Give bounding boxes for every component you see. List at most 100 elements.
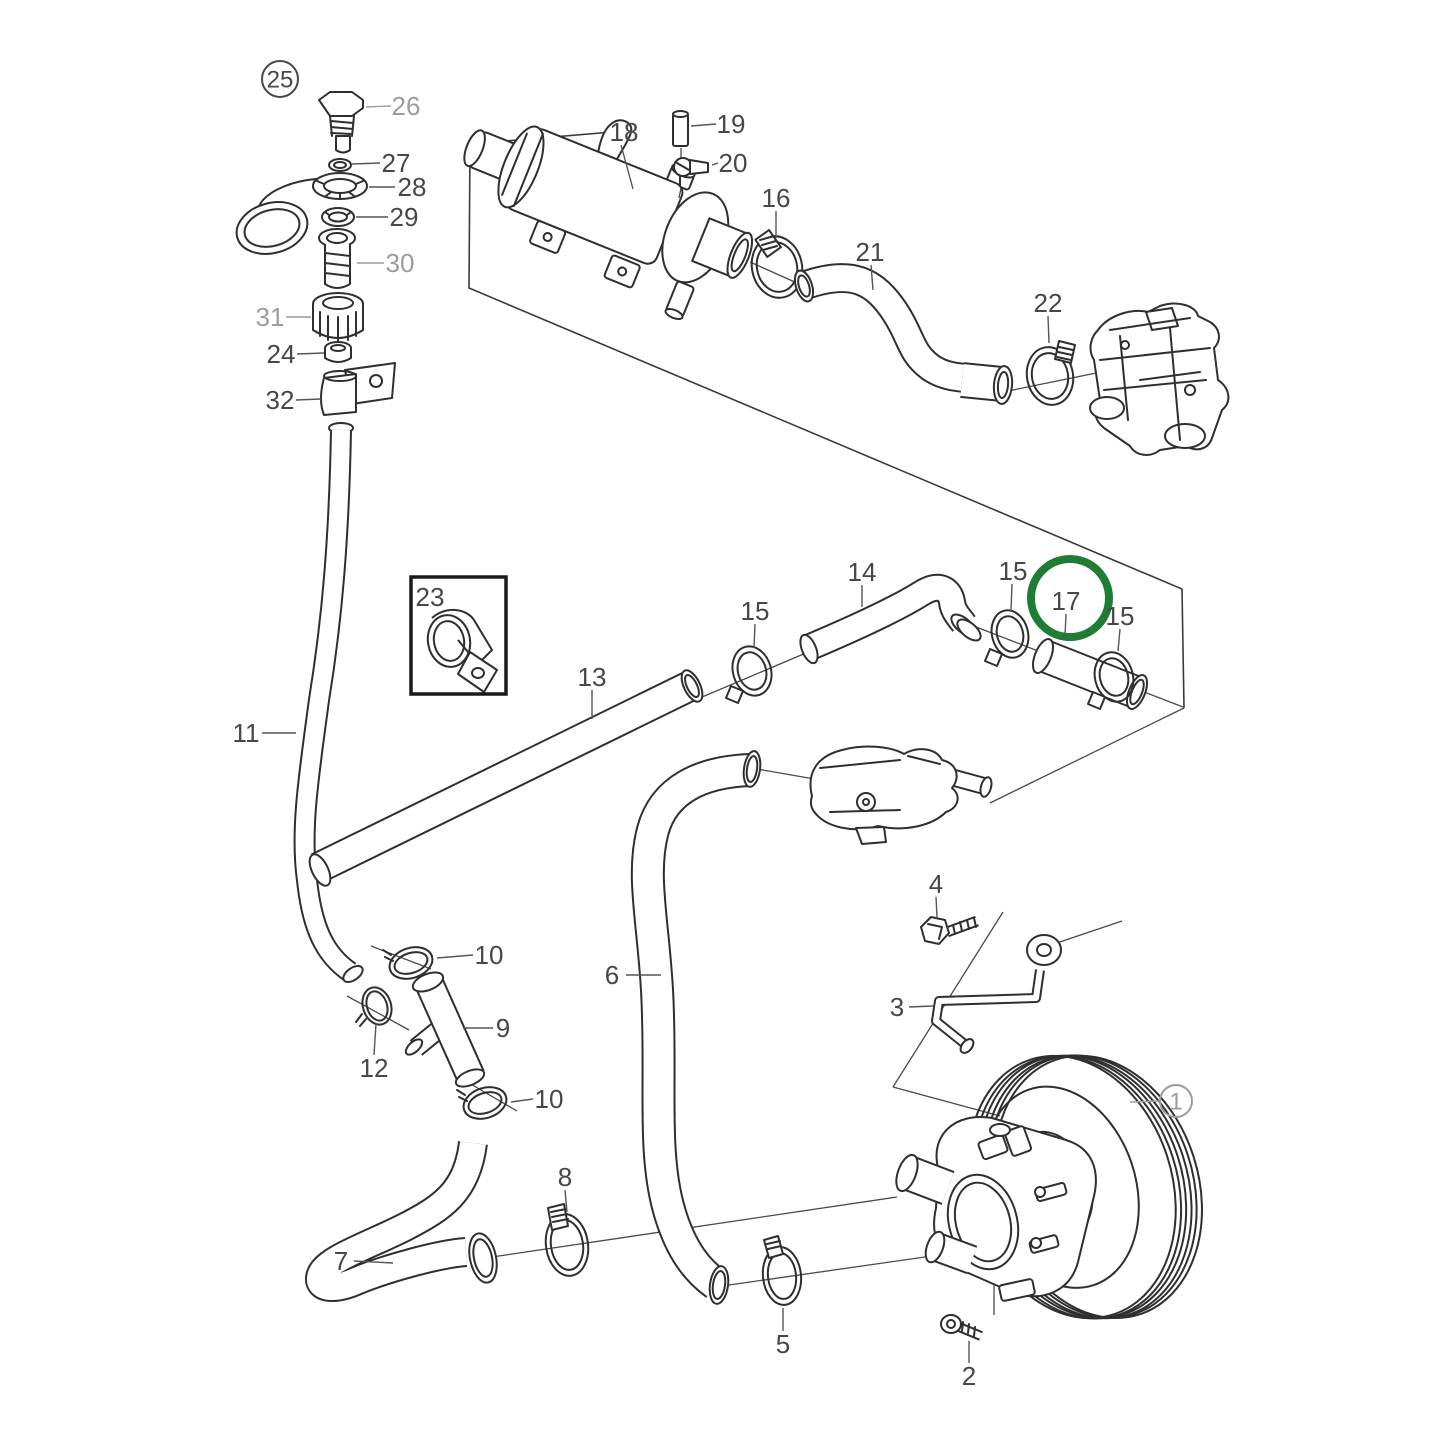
part-22-clamp-drawing	[1025, 340, 1076, 406]
thermostat-housing-drawing	[809, 745, 993, 845]
part-19-anode-drawing	[672, 110, 689, 158]
part-label-26[interactable]: 26	[392, 91, 421, 121]
assembly-line	[491, 1196, 898, 1258]
part-label-18[interactable]: 18	[610, 117, 639, 147]
part-label-24[interactable]: 24	[267, 339, 296, 369]
part-13-hose-drawing	[308, 669, 704, 887]
part-label-20[interactable]: 20	[719, 148, 748, 178]
part-label-9[interactable]: 9	[496, 1013, 510, 1043]
part-16-clamp-drawing	[750, 229, 804, 299]
label-circle-25	[261, 60, 299, 98]
part-label-23[interactable]: 23	[416, 582, 445, 612]
part-29-washer-drawing	[321, 207, 355, 227]
part-20-drain-cock-drawing	[673, 157, 709, 199]
part-label-13[interactable]: 13	[578, 662, 607, 692]
assembly-line	[749, 261, 798, 284]
part-3-bracket-drawing	[931, 934, 1062, 1054]
part-28-cap-drawing	[235, 172, 368, 255]
part-label-15-mid[interactable]: 15	[999, 556, 1028, 586]
leader-line-3	[908, 1005, 934, 1008]
part-label-4[interactable]: 4	[929, 869, 943, 899]
leader-line-15-left	[753, 623, 756, 649]
engine-bracket-drawing	[1089, 302, 1230, 456]
part-label-17[interactable]: 17	[1052, 586, 1081, 616]
part-26-plug-drawing	[318, 91, 364, 154]
part-15-right-clamp-drawing	[1087, 651, 1135, 710]
part-label-2[interactable]: 2	[962, 1361, 976, 1391]
part-label-11[interactable]: 11	[233, 718, 260, 748]
part-8-clamp-drawing	[544, 1203, 590, 1277]
leader-line-22	[1047, 315, 1050, 344]
part-label-16[interactable]: 16	[762, 183, 791, 213]
leader-line-15-mid	[1010, 583, 1013, 612]
part-label-30[interactable]: 30	[386, 248, 415, 278]
assembly-line	[892, 1086, 1001, 1117]
leader-line-20	[711, 162, 719, 166]
part-label-27[interactable]: 27	[382, 148, 411, 178]
part-30-hose-fitting-drawing	[318, 228, 356, 289]
part-label-7[interactable]: 7	[334, 1246, 348, 1276]
part-15-left-clamp-drawing	[725, 645, 773, 704]
highlight-circle-part-17	[1027, 555, 1113, 641]
inset-box-part-23	[409, 575, 508, 696]
part-11-hose-drawing	[293, 422, 364, 983]
leader-line-24	[296, 352, 325, 355]
part-label-31[interactable]: 31	[256, 302, 285, 332]
part-31-nut-drawing	[312, 292, 364, 342]
part-label-29[interactable]: 29	[390, 202, 419, 232]
part-10-lower-clamp-drawing	[456, 1086, 508, 1120]
part-label-21[interactable]: 21	[856, 237, 885, 267]
leader-line-17	[1064, 613, 1067, 637]
leader-line-19	[690, 123, 717, 127]
part-label-1[interactable]: 1	[1169, 1089, 1182, 1116]
annotations	[409, 555, 1113, 696]
leader-line-4	[935, 896, 938, 918]
leader-line-1	[1129, 1100, 1160, 1103]
leader-line-8	[564, 1189, 568, 1213]
part-label-10-lower[interactable]: 10	[535, 1084, 564, 1114]
leader-line-12	[373, 1023, 377, 1056]
part-15-mid-clamp-drawing	[984, 609, 1030, 667]
assembly-line	[694, 649, 814, 701]
part-1-pump-pulley-drawing	[895, 1054, 1203, 1320]
part-14-hose-drawing	[799, 573, 982, 665]
part-label-8[interactable]: 8	[558, 1162, 572, 1192]
leader-line-26	[365, 105, 392, 108]
part-5-clamp-drawing	[761, 1235, 803, 1306]
part-24-bushing-drawing	[324, 341, 352, 363]
part-7-hose-drawing	[305, 1140, 498, 1302]
part-label-15-right[interactable]: 15	[1106, 601, 1135, 631]
part-32-clip-drawing	[320, 362, 396, 416]
part-label-25[interactable]: 25	[267, 67, 294, 94]
part-label-5[interactable]: 5	[776, 1329, 790, 1359]
part-4-bolt-drawing	[920, 915, 979, 945]
leader-line-18	[620, 144, 634, 190]
part-10-upper-clamp-drawing	[382, 946, 434, 980]
part-label-32[interactable]: 32	[266, 385, 295, 415]
label-circle-1	[1159, 1084, 1193, 1118]
leader-line-32	[295, 398, 322, 401]
part-27-oring-drawing	[328, 158, 352, 172]
part-2-bolt-drawing	[940, 1314, 983, 1341]
part-label-3[interactable]: 3	[890, 992, 904, 1022]
assembly-line	[1007, 371, 1102, 392]
part-9-connector-pipe-drawing	[404, 971, 486, 1088]
part-label-22[interactable]: 22	[1034, 288, 1063, 318]
part-label-15-left[interactable]: 15	[741, 596, 770, 626]
assembly-line	[346, 995, 410, 1031]
part-21-hose-drawing	[793, 263, 1014, 405]
part-label-28[interactable]: 28	[398, 172, 427, 202]
part-label-14[interactable]: 14	[848, 557, 877, 587]
part-label-10-upper[interactable]: 10	[475, 940, 504, 970]
leader-line-10-upper	[436, 954, 474, 959]
part-label-12[interactable]: 12	[360, 1053, 389, 1083]
part-label-6[interactable]: 6	[605, 960, 619, 990]
part-12-clamp-drawing	[355, 986, 393, 1027]
leader-line-15-right	[1117, 628, 1121, 652]
leader-line-7	[353, 1260, 394, 1264]
part-label-19[interactable]: 19	[717, 109, 746, 139]
part-17-hose-drawing	[1031, 638, 1149, 710]
